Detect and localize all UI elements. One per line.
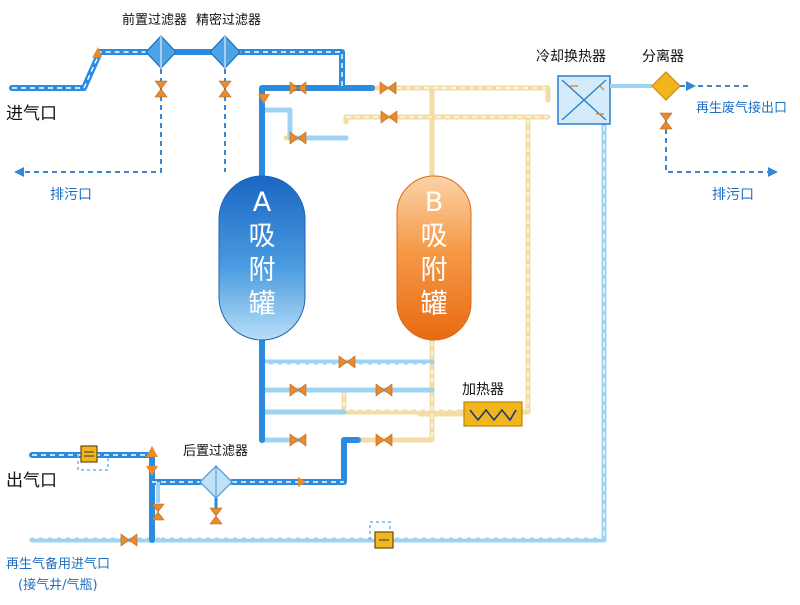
tank-a-line1: 吸	[248, 221, 276, 252]
valve-icon	[375, 433, 393, 447]
drain-right-label: 排污口	[712, 187, 754, 203]
tank-b-line1: 吸	[420, 221, 448, 252]
tank-b	[396, 175, 472, 341]
process-pipes	[9, 49, 375, 543]
valve-icon	[120, 533, 138, 547]
tank-b-label: B 吸 附 罐	[404, 186, 464, 322]
flowmeter-icon	[80, 445, 98, 463]
tank-b-line3: 罐	[420, 289, 448, 320]
valve-icon	[218, 80, 232, 98]
flowmeter-icon	[374, 531, 394, 549]
light-blue-pipes	[29, 107, 607, 543]
separator-label: 分离器	[642, 49, 684, 65]
flow-arrow-icon	[258, 94, 270, 104]
precision-filter-icon	[209, 35, 241, 69]
tank-b-letter: B	[424, 187, 444, 218]
flow-arrow-icon	[146, 466, 158, 476]
drain-left-label: 排污口	[50, 187, 92, 203]
flow-arrow-icon	[92, 47, 102, 58]
regen-exhaust-arrow	[686, 81, 696, 91]
outlet-label: 出气口	[6, 471, 57, 491]
valve-icon	[379, 81, 397, 95]
after-filter-icon	[199, 465, 233, 499]
tank-a-line3: 罐	[248, 289, 276, 320]
valve-icon	[209, 507, 223, 525]
valve-icon	[380, 110, 398, 124]
drain-right-arrow	[768, 167, 778, 177]
backup-inlet-note: (接气井/气瓶)	[18, 578, 98, 593]
flow-arrow-icon	[146, 446, 158, 457]
valves	[120, 80, 673, 547]
valve-icon	[154, 80, 168, 98]
drain-left-arrow	[14, 167, 24, 177]
tank-a-letter: A	[252, 187, 272, 218]
heater-label: 加热器	[462, 382, 504, 398]
heater-icon	[463, 401, 523, 427]
valve-icon	[289, 433, 307, 447]
cooling-exchanger-label: 冷却换热器	[536, 49, 606, 65]
flow-arrow-icon	[298, 477, 306, 487]
after-filter-label: 后置过滤器	[183, 444, 249, 459]
heat-exchanger-icon	[557, 75, 611, 125]
pre-filter-icon	[145, 35, 177, 69]
tank-a	[218, 175, 306, 341]
valve-icon	[289, 131, 307, 145]
regen-exhaust-label: 再生废气接出口	[696, 101, 788, 116]
pre-filter-label: 前置过滤器	[122, 13, 188, 28]
inlet-label: 进气口	[6, 104, 57, 124]
valve-icon	[289, 383, 307, 397]
valve-icon	[659, 112, 673, 130]
separator-icon	[651, 71, 681, 101]
tank-b-line2: 附	[420, 255, 448, 286]
precision-filter-label: 精密过滤器	[196, 13, 262, 28]
drain-lines	[20, 60, 770, 173]
tank-a-line2: 附	[248, 255, 276, 286]
tank-a-label: A 吸 附 罐	[232, 186, 292, 322]
valve-icon	[375, 383, 393, 397]
backup-inlet-label: 再生气备用进气口	[6, 557, 111, 572]
valve-icon	[289, 81, 307, 95]
valve-icon	[338, 355, 356, 369]
